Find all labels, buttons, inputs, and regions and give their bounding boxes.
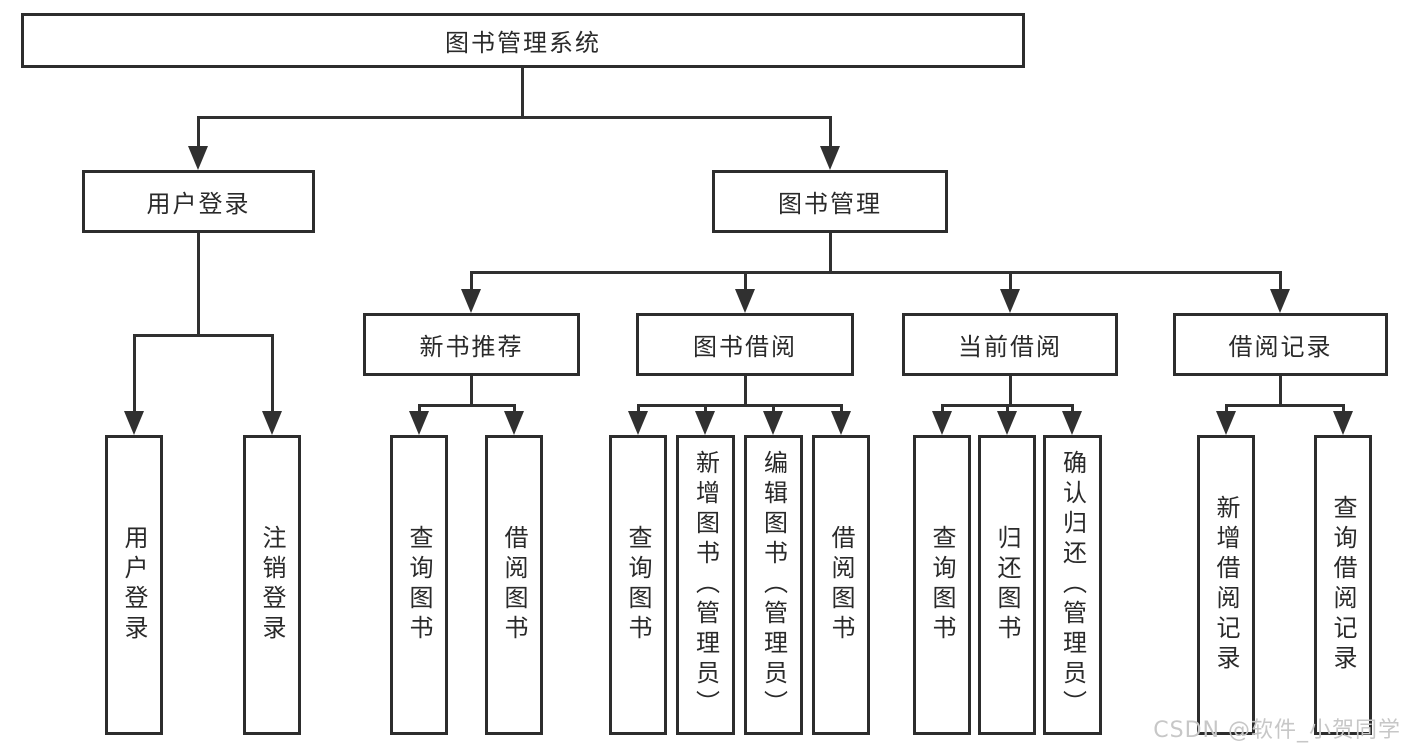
leaf-query-books-current: 查询图书 xyxy=(913,435,971,735)
node-label: 编辑图书（管理员） xyxy=(759,450,788,720)
node-label: 查询图书 xyxy=(624,525,652,645)
leaf-query-books-recommend: 查询图书 xyxy=(390,435,448,735)
node-book-management: 图书管理 xyxy=(712,170,948,233)
connector-line xyxy=(1279,376,1282,406)
arrow-down-icon xyxy=(1062,411,1082,435)
leaf-return-books: 归还图书 xyxy=(978,435,1036,735)
connector-line xyxy=(744,376,747,406)
arrow-down-icon xyxy=(932,411,952,435)
connector-line xyxy=(1071,404,1074,414)
node-library-system: 图书管理系统 xyxy=(21,13,1025,68)
leaf-confirm-return-admin: 确认归还（管理员） xyxy=(1043,435,1102,735)
arrow-down-icon xyxy=(735,289,755,313)
arrow-down-icon xyxy=(1333,411,1353,435)
arrow-down-icon xyxy=(1270,289,1290,313)
connector-line xyxy=(271,334,274,413)
node-label: 当前借阅 xyxy=(958,333,1062,361)
connector-line xyxy=(1006,404,1009,414)
connector-line xyxy=(1225,404,1228,414)
arrow-down-icon xyxy=(820,146,840,170)
arrow-down-icon xyxy=(1216,411,1236,435)
node-borrow-records: 借阅记录 xyxy=(1173,313,1388,376)
arrow-down-icon xyxy=(461,289,481,313)
connector-line xyxy=(1225,404,1345,407)
node-label: 图书管理系统 xyxy=(445,29,601,57)
arrow-down-icon xyxy=(763,411,783,435)
leaf-user-login: 用户登录 xyxy=(105,435,163,735)
arrow-down-icon xyxy=(188,146,208,170)
connector-line xyxy=(704,404,707,414)
leaf-add-books-admin: 新增图书（管理员） xyxy=(676,435,735,735)
connector-line xyxy=(418,404,516,407)
connector-line xyxy=(418,404,421,414)
node-label: 归还图书 xyxy=(993,525,1021,645)
node-label: 借阅记录 xyxy=(1228,333,1333,361)
node-label: 新增图书（管理员） xyxy=(691,450,720,720)
leaf-add-borrow-record: 新增借阅记录 xyxy=(1197,435,1255,735)
connector-line xyxy=(470,271,1281,274)
leaf-query-borrow-record: 查询借阅记录 xyxy=(1314,435,1372,735)
node-current-borrowing: 当前借阅 xyxy=(902,313,1118,376)
connector-line xyxy=(197,116,200,148)
connector-line xyxy=(941,404,944,414)
connector-line xyxy=(1009,271,1012,291)
node-label: 用户登录 xyxy=(120,525,148,645)
leaf-edit-books-admin: 编辑图书（管理员） xyxy=(744,435,803,735)
connector-line xyxy=(513,404,516,414)
node-book-borrowing: 图书借阅 xyxy=(636,313,854,376)
connector-line xyxy=(744,271,747,291)
arrow-down-icon xyxy=(504,411,524,435)
connector-line xyxy=(1279,271,1282,291)
node-label: 注销登录 xyxy=(258,525,286,645)
connector-line xyxy=(829,116,832,148)
node-label: 借阅图书 xyxy=(827,525,855,645)
node-label: 用户登录 xyxy=(146,190,251,218)
connector-line xyxy=(521,68,524,117)
leaf-borrow-books-recommend: 借阅图书 xyxy=(485,435,543,735)
node-new-book-recommend: 新书推荐 xyxy=(363,313,580,376)
node-label: 确认归还（管理员） xyxy=(1058,450,1087,720)
leaf-borrow-books: 借阅图书 xyxy=(812,435,870,735)
connector-line xyxy=(637,404,842,407)
node-label: 新增借阅记录 xyxy=(1212,495,1240,675)
connector-line xyxy=(1342,404,1345,414)
arrow-down-icon xyxy=(628,411,648,435)
connector-line xyxy=(133,334,136,413)
leaf-logout: 注销登录 xyxy=(243,435,301,735)
node-label: 查询图书 xyxy=(405,525,433,645)
arrow-down-icon xyxy=(409,411,429,435)
node-user-login: 用户登录 xyxy=(82,170,315,233)
connector-line xyxy=(637,404,640,414)
connector-line xyxy=(840,404,843,414)
connector-line xyxy=(1009,376,1012,406)
node-label: 查询借阅记录 xyxy=(1329,495,1357,675)
connector-line xyxy=(197,233,200,336)
node-label: 图书管理 xyxy=(778,190,882,218)
connector-line xyxy=(470,376,473,406)
arrow-down-icon xyxy=(831,411,851,435)
leaf-query-books-borrowing: 查询图书 xyxy=(609,435,667,735)
node-label: 新书推荐 xyxy=(419,333,524,361)
arrow-down-icon xyxy=(695,411,715,435)
node-label: 借阅图书 xyxy=(500,525,528,645)
arrow-down-icon xyxy=(262,411,282,435)
connector-line xyxy=(133,334,273,337)
connector-line xyxy=(772,404,775,414)
connector-line xyxy=(829,233,832,273)
node-label: 图书借阅 xyxy=(693,333,797,361)
connector-line xyxy=(470,271,473,291)
arrow-down-icon xyxy=(1000,289,1020,313)
node-label: 查询图书 xyxy=(928,525,956,645)
arrow-down-icon xyxy=(997,411,1017,435)
csdn-watermark: CSDN @软件_小贺同学 xyxy=(1153,718,1401,743)
connector-line xyxy=(197,116,831,119)
arrow-down-icon xyxy=(124,411,144,435)
